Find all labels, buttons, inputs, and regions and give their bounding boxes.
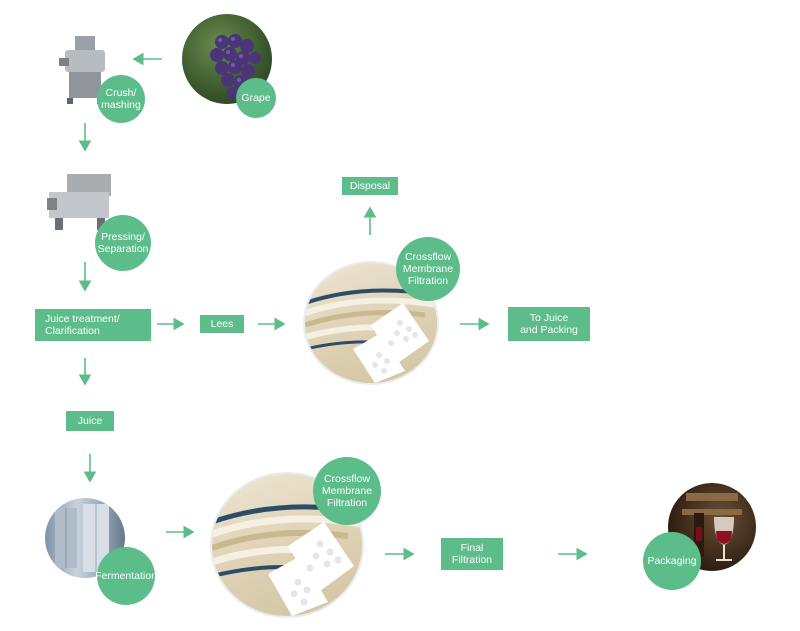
grape-label-circle: Grape — [236, 78, 276, 118]
crossflow-top-label: Crossflow Membrane Filtration — [402, 250, 454, 288]
crush-label-circle: Crush/ mashing — [97, 75, 145, 123]
crusher-machine-image — [55, 34, 115, 104]
grape-bunch-icon — [210, 34, 261, 99]
lees-box: Lees — [200, 315, 244, 333]
crossflow-bottom-label-circle: Crossflow Membrane Filtration — [313, 457, 381, 525]
juice-box: Juice — [66, 411, 114, 431]
membrane-tubes-icon-bottom — [212, 504, 362, 616]
final-filtration-box: Final Filtration — [441, 538, 503, 570]
crusher-icon — [59, 36, 105, 104]
pressing-label: Pressing/ Separation — [97, 230, 149, 255]
wine-barrel-image — [668, 483, 756, 571]
packaging-label: Packaging — [647, 554, 697, 567]
disposal-box: Disposal — [342, 177, 398, 195]
membrane-image-bottom — [210, 472, 364, 618]
wine-glass-icon — [682, 493, 742, 561]
juice-label: Juice — [77, 414, 103, 427]
packaging-label-circle: Packaging — [643, 532, 701, 590]
fermentation-label-circle: Fermentation — [95, 547, 157, 605]
to-juice-packing-label: To Juice and Packing — [520, 311, 578, 336]
pressing-label-circle: Pressing/ Separation — [95, 215, 151, 271]
crush-label: Crush/ mashing — [101, 86, 141, 111]
juice-treatment-box: Juice treatment/ Clarification — [35, 309, 151, 341]
crossflow-bottom-label: Crossflow Membrane Filtration — [321, 472, 373, 510]
grape-label: Grape — [241, 91, 271, 104]
final-filtration-label: Final Filtration — [451, 541, 493, 566]
crossflow-top-label-circle: Crossflow Membrane Filtration — [396, 237, 460, 301]
lees-label: Lees — [210, 317, 234, 330]
disposal-label: Disposal — [349, 179, 391, 192]
juice-treatment-label: Juice treatment/ Clarification — [45, 312, 120, 337]
fermentation-label: Fermentation — [95, 569, 157, 582]
to-juice-packing-box: To Juice and Packing — [508, 307, 590, 341]
